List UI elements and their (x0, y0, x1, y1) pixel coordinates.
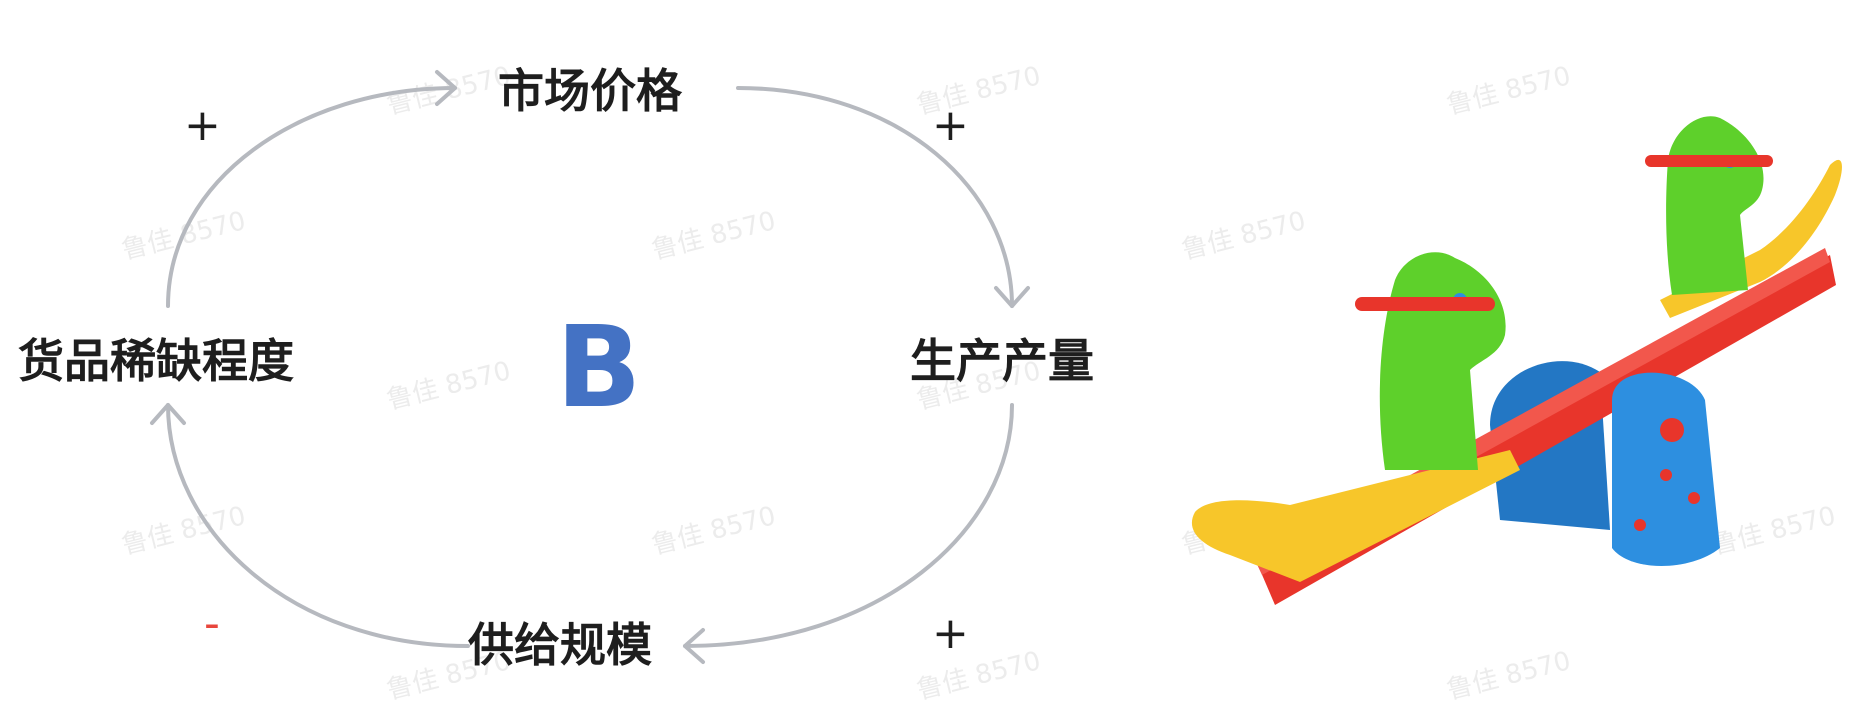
sign-scarcity-to-price: + (184, 100, 221, 151)
horse-handle-left (1355, 297, 1495, 311)
node-supply-scale: 供给规模 (468, 618, 652, 672)
arrowhead-supply (683, 628, 705, 664)
node-market-price: 市场价格 (498, 64, 682, 118)
arrowhead-output (994, 286, 1030, 308)
arrowhead-scarcity (150, 403, 186, 425)
arrow-scarcity-to-price (166, 86, 457, 308)
loop-type-label: B (556, 303, 642, 433)
arrow-price-to-output (736, 86, 1014, 308)
arrow-output-to-supply (683, 403, 1014, 648)
seesaw-seat-left (1191, 450, 1520, 582)
seesaw-base-bolt (1660, 469, 1672, 481)
seesaw-base-bolt (1634, 519, 1646, 531)
node-production-output: 生产产量 (910, 334, 1094, 388)
node-scarcity: 货品稀缺程度 (18, 334, 294, 388)
sign-supply-to-scarcity: - (204, 598, 220, 649)
seesaw-base-bolt (1688, 492, 1700, 504)
seesaw-base-knob (1660, 418, 1684, 442)
horse-handle-right (1645, 155, 1773, 167)
sign-price-to-output: + (932, 100, 969, 151)
arrow-supply-to-scarcity (166, 403, 470, 648)
arrowhead-price (435, 70, 457, 106)
sign-output-to-supply: + (932, 608, 969, 659)
